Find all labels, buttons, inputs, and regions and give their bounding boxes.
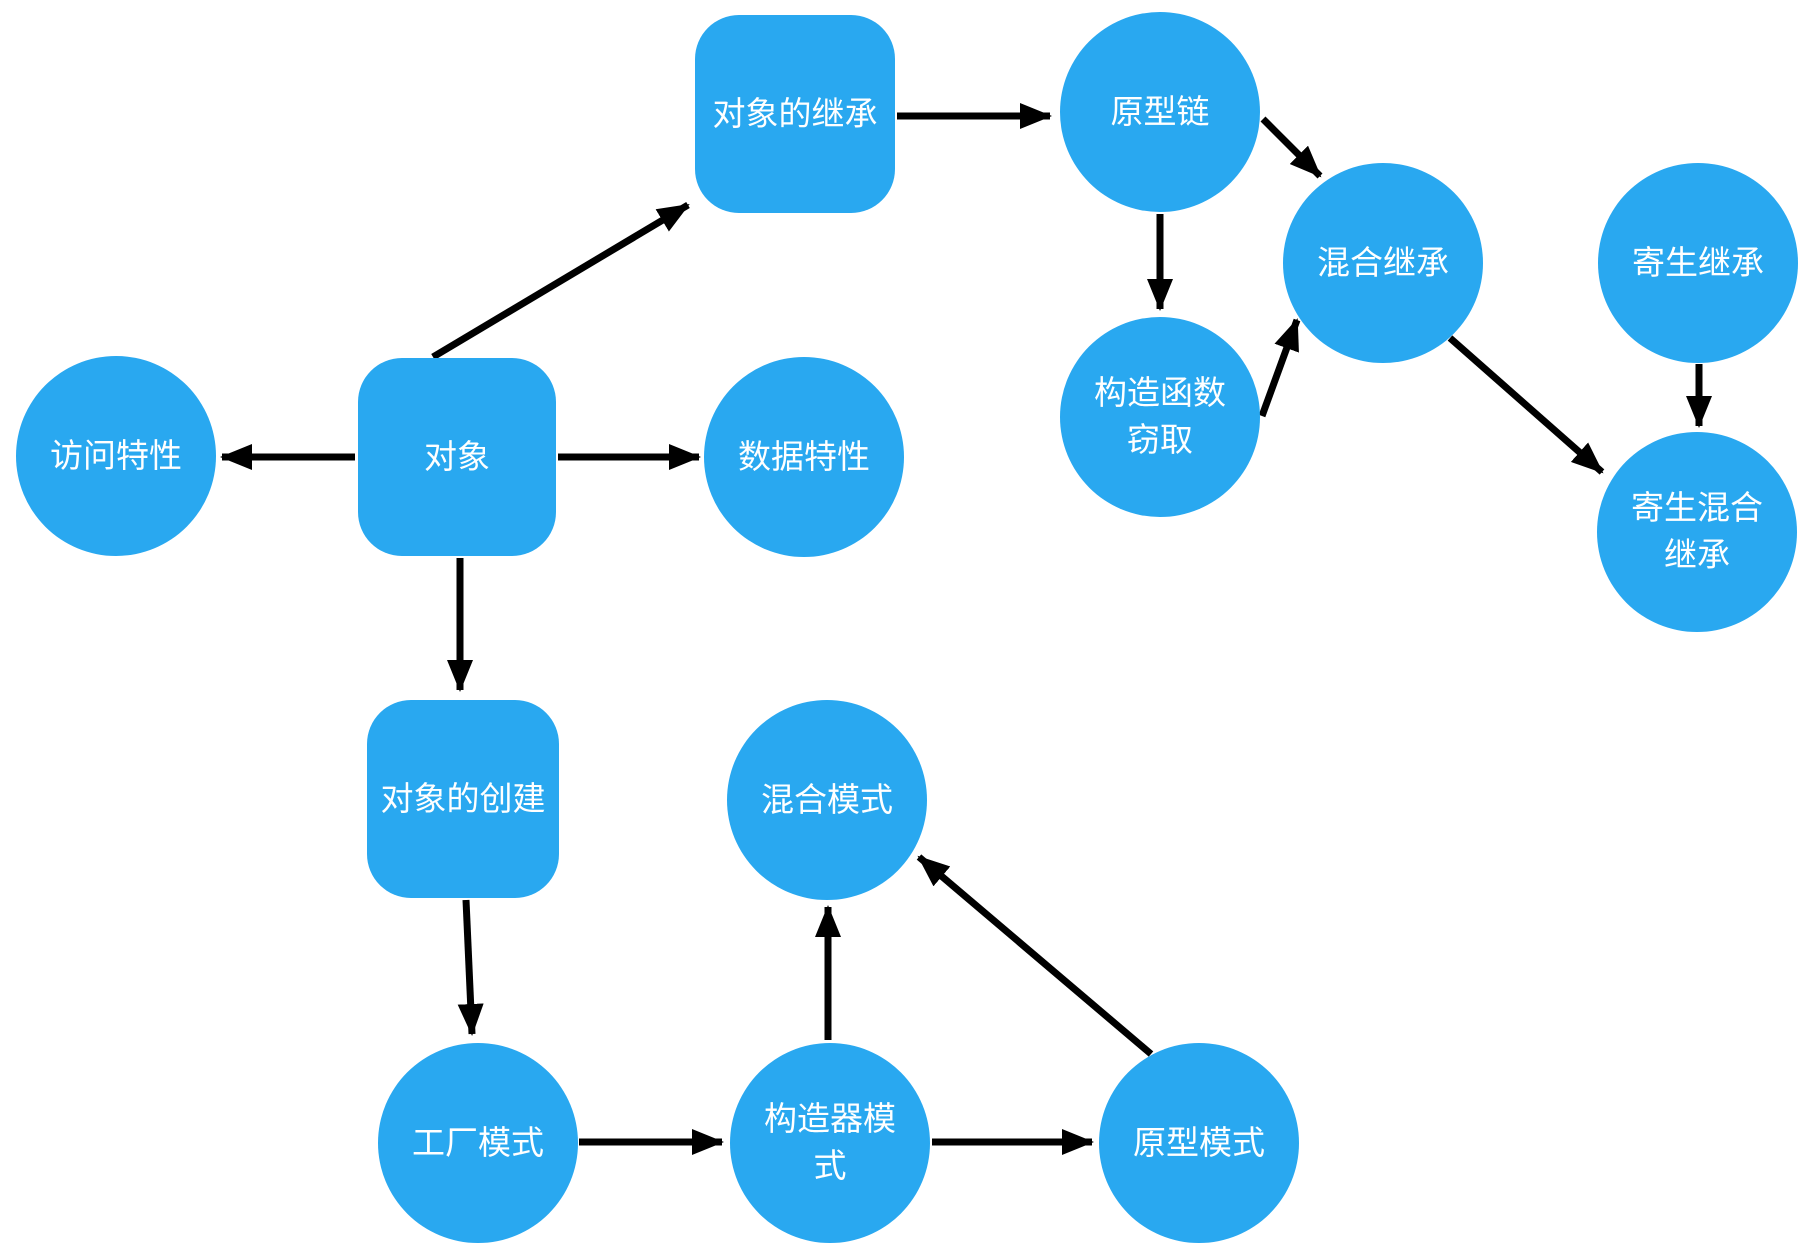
node-data-attributes[interactable]: 数据特性 [704,357,904,557]
node-label: 对象的继承 [712,94,878,132]
node-label: 数据特性 [738,437,870,475]
node-label: 对象 [424,437,490,475]
node-label: 构造器模式 [764,1100,896,1184]
edge-hybrid-inheritance-to-parasitic-hybrid-inheritance [1447,335,1605,475]
node-label: 混合继承 [1317,243,1449,281]
node-label: 寄生混合继承 [1631,489,1763,573]
node-label: 原型模式 [1133,1123,1265,1161]
edge-prototype-chain-to-hybrid-inheritance [1260,116,1323,179]
node-prototype-chain[interactable]: 原型链 [1060,12,1260,212]
node-hybrid-pattern[interactable]: 混合模式 [727,700,927,900]
node-object-creation[interactable]: 对象的创建 [367,700,559,898]
node-label: 混合模式 [761,780,893,818]
edge-prototype-pattern-to-hybrid-pattern [916,854,1154,1057]
node-parasitic-inheritance[interactable]: 寄生继承 [1598,163,1798,363]
node-hybrid-inheritance[interactable]: 混合继承 [1283,163,1483,363]
node-object[interactable]: 对象 [358,358,556,556]
node-label: 访问特性 [50,436,182,474]
node-label: 工厂模式 [412,1123,544,1161]
node-parasitic-hybrid-inheritance[interactable]: 寄生混合继承 [1597,432,1797,632]
node-label: 对象的创建 [380,779,546,817]
node-access-attributes[interactable]: 访问特性 [16,356,216,556]
node-constructor-pattern[interactable]: 构造器模式 [730,1043,930,1243]
edge-object-creation-to-factory-pattern [457,899,484,1036]
node-label: 构造函数窃取 [1094,374,1226,458]
node-factory-pattern[interactable]: 工厂模式 [378,1043,578,1243]
edge-object-to-object-inheritance [431,201,690,361]
node-label: 寄生继承 [1632,243,1764,281]
edge-constructor-stealing-to-hybrid-inheritance [1258,318,1301,418]
node-prototype-pattern[interactable]: 原型模式 [1099,1043,1299,1243]
node-constructor-stealing[interactable]: 构造函数窃取 [1060,317,1260,517]
node-label: 原型链 [1110,92,1210,130]
node-object-inheritance[interactable]: 对象的继承 [695,15,895,213]
